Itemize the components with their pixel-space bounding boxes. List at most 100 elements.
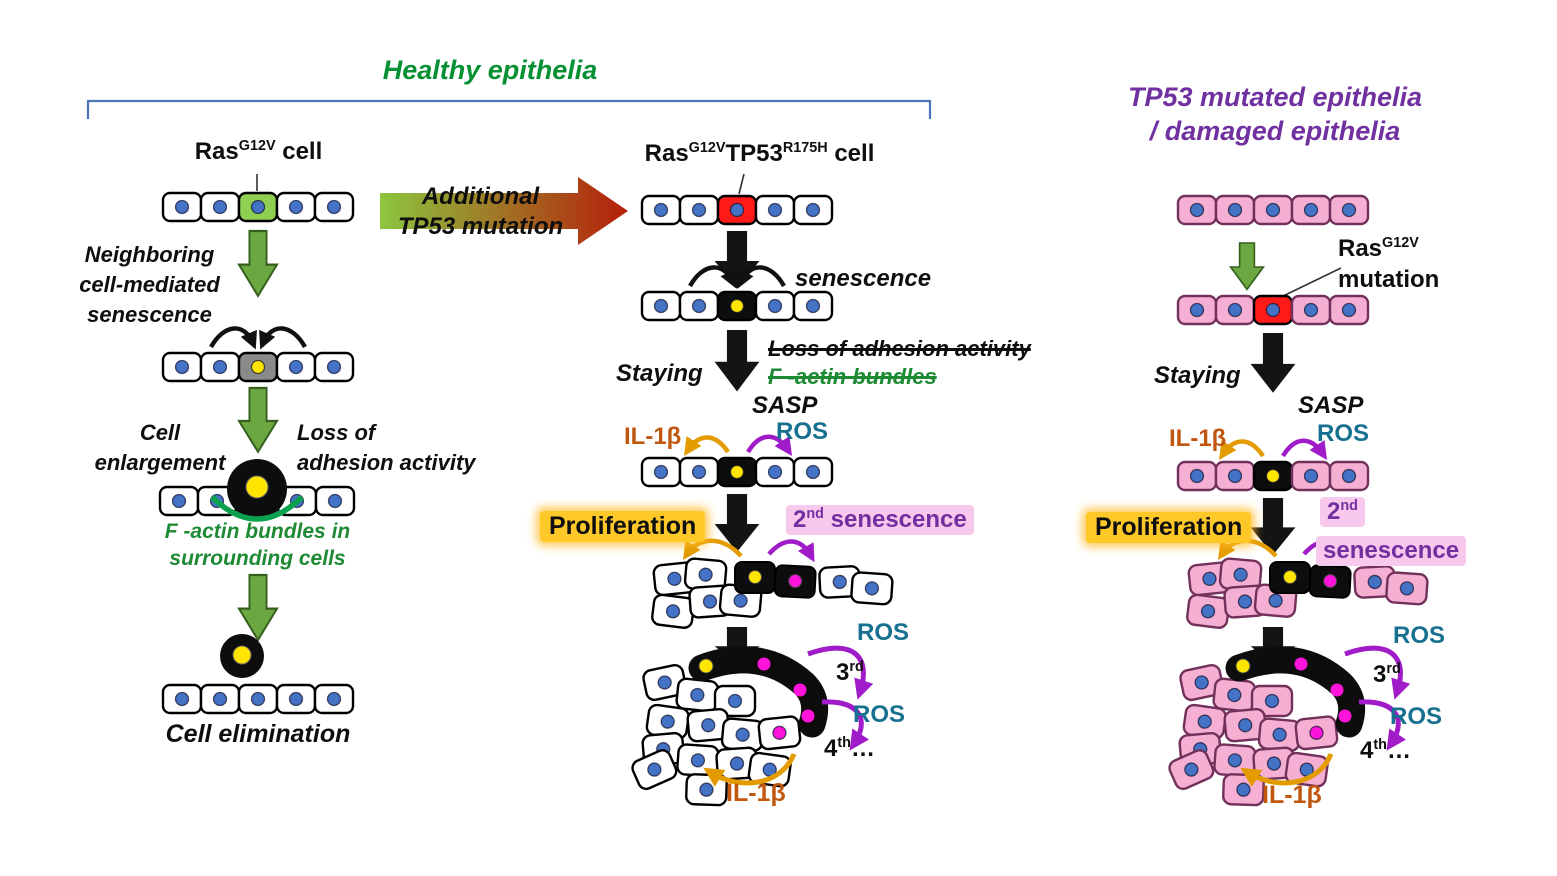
ras-mutation-label-right: RasG12V mutation (1338, 235, 1440, 293)
label-connector-line (1276, 267, 1342, 300)
tp53-title-line1: TP53 mutated epithelia (1127, 82, 1423, 112)
ros-arrow (1281, 438, 1327, 460)
epithelial-cell (161, 683, 203, 715)
epithelial-cell (754, 194, 796, 226)
second-senescence-label-mid: 2nd senescence (786, 505, 974, 535)
proliferation-row-white (651, 541, 893, 629)
pink-epithelial-cell (1214, 460, 1256, 492)
ras-g12v-cell-label: RasG12V cell (194, 138, 323, 165)
superscript: nd (806, 506, 824, 522)
tp53-mutation-transition-arrow (380, 177, 628, 245)
factin-bundles-label: F -actin bundles in surrounding cells (164, 520, 351, 570)
down-arrow-black (1250, 498, 1296, 555)
il1b-label-mid-bottom: IL-1β (726, 779, 786, 807)
yellow-nucleus (232, 645, 252, 665)
senescent-cell (716, 290, 758, 322)
down-arrow-green (237, 573, 279, 642)
additional-tp53-mutation-label: Additional TP53 mutation (397, 183, 564, 240)
superscript: nd (1340, 498, 1358, 514)
senescent-cell (716, 456, 758, 488)
senescence-label-mid: senescence (795, 265, 932, 292)
cell-elimination-label: Cell elimination (165, 720, 351, 748)
epithelial-cell (792, 194, 834, 226)
superscript: rd (1386, 661, 1401, 677)
pink-epithelial-cell (1176, 294, 1218, 326)
epithelial-cell (161, 191, 203, 223)
pink-epithelial-cell (1214, 194, 1256, 226)
pink-epithelial-cell (1328, 194, 1370, 226)
pink-epithelial-cell (1328, 460, 1370, 492)
ros-label-mid-4th: ROS (853, 701, 906, 728)
epithelial-cell (199, 683, 241, 715)
down-arrow-green (1229, 242, 1265, 291)
senescence-word-right: senescence (1316, 536, 1467, 566)
pink-epithelial-cell (1328, 294, 1370, 326)
epithelial-cell (161, 351, 203, 383)
il1b-arrow (1219, 439, 1265, 460)
pink-epithelial-cell (1176, 460, 1218, 492)
pink-epithelial-cell (1290, 294, 1332, 326)
extruded-cell (220, 634, 264, 678)
third-wave-label-mid: 3rd (836, 659, 864, 686)
epithelial-cell (313, 191, 355, 223)
il1b-label-right-top: IL-1β (1169, 425, 1227, 452)
neighboring-senescence-label: Neighboring cell-mediated senescence (79, 242, 220, 327)
struck-factin-label: F -actin bundles (768, 364, 937, 389)
epithelial-cell (314, 485, 356, 517)
factin-arc (210, 495, 304, 522)
third-wave-label-right: 3rd (1373, 661, 1401, 688)
second-label-right: 2nd (1320, 497, 1365, 527)
epithelial-cell (199, 191, 241, 223)
ros-label-mid-3rd: ROS (857, 619, 910, 646)
epithelial-cell (275, 191, 317, 223)
tp53-title-line2: / damaged epithelia (1149, 116, 1401, 146)
superscript: R175H (782, 140, 828, 156)
ras-mutant-cell (1252, 294, 1294, 326)
ras-tp53-mutant-cell (716, 194, 758, 226)
epithelial-cell (237, 683, 279, 715)
down-arrow-black (1250, 333, 1296, 393)
struck-loss-adhesion-label: Loss of adhesion activity (768, 336, 1031, 361)
il1b-label-mid-top: IL-1β (624, 423, 682, 450)
staying-label-mid: Staying (616, 360, 703, 387)
senescence-induction-arrow (259, 326, 307, 350)
row-sasp-right (1176, 460, 1370, 492)
epithelial-cell (313, 683, 355, 715)
epithelial-cell (158, 485, 200, 517)
row-sasp-mid (640, 456, 834, 488)
ros-label-right-3rd: ROS (1393, 622, 1446, 649)
epithelial-cell (678, 194, 720, 226)
pink-epithelial-cell (1214, 294, 1256, 326)
pink-epithelial-cell (1252, 194, 1294, 226)
superscript: th (1373, 737, 1387, 753)
epithelial-cell (640, 456, 682, 488)
sasp-label-right: SASP (1298, 392, 1364, 419)
superscript: G12V (688, 140, 726, 156)
proliferation-label-mid: Proliferation (540, 511, 706, 542)
row-senescent-gray (161, 351, 355, 383)
row-damaged-initial (1176, 194, 1370, 226)
il1b-arrow (684, 435, 730, 456)
ros-label-right-top: ROS (1317, 420, 1370, 447)
il1b-label-right-bottom: IL-1β (1262, 781, 1322, 809)
row-healthy-initial (161, 191, 355, 223)
row-enlarged-cell (158, 459, 356, 522)
cell-enlargement-label: Cell enlargement (94, 420, 226, 475)
row-ras-tp53-initial (640, 194, 834, 226)
pink-epithelial-cell (1176, 194, 1218, 226)
yellow-nucleus (245, 475, 269, 499)
fourth-wave-label-mid: 4th… (824, 735, 875, 762)
row-restored-epithelium (161, 683, 355, 715)
epithelial-cell (792, 456, 834, 488)
superscript: rd (849, 659, 864, 675)
epithelial-cell (678, 290, 720, 322)
staying-label-right: Staying (1154, 362, 1241, 389)
sasp-label-mid: SASP (752, 392, 818, 419)
epithelial-cell (275, 683, 317, 715)
healthy-epithelia-title: Healthy epithelia (382, 55, 598, 85)
pink-epithelial-cell (1290, 194, 1332, 226)
superscript: G12V (238, 138, 276, 154)
superscript: G12V (1382, 235, 1419, 251)
